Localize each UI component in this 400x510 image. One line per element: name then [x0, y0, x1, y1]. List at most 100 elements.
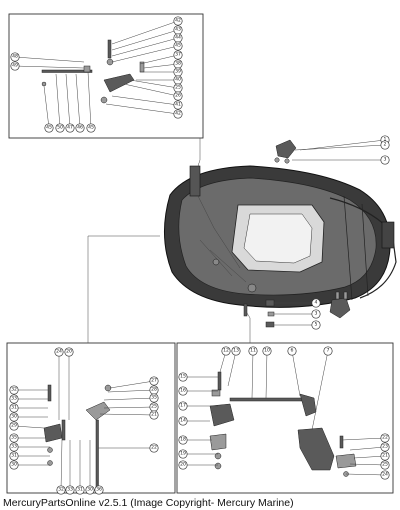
callout-number: 43: [175, 27, 181, 33]
callout-br-right-24: 24: [380, 470, 390, 480]
callout-top-right-44: 44: [173, 33, 183, 43]
callout-leader: [349, 463, 386, 466]
callout-number: 25: [175, 85, 181, 91]
callout-top-bottom-45: 45: [86, 123, 96, 133]
callout-main-right-2: 2: [380, 140, 390, 150]
callout-leader: [13, 425, 45, 429]
callout-br-right-25: 25: [380, 460, 390, 470]
callout-top-right-41: 41: [173, 100, 183, 110]
top-inset-parts: [41, 39, 145, 104]
callout-number: 31: [77, 487, 83, 493]
callout-number: 32: [11, 387, 17, 393]
callout-number: 33: [11, 444, 17, 450]
callout-number: 21: [382, 453, 388, 459]
callout-top-right-37: 37: [173, 50, 183, 60]
callout-leader: [43, 85, 50, 129]
callout-br-right-23: 23: [380, 442, 390, 452]
callout-number: 30: [11, 414, 17, 420]
callout-number: 48: [12, 54, 18, 60]
callout-leader: [111, 45, 179, 63]
callout-top-right-42: 42: [173, 16, 183, 26]
callout-br-top-7: 7: [323, 346, 333, 356]
bottom-right-inset-parts: [209, 371, 357, 477]
callout-top-right-42: 42: [173, 109, 183, 119]
callout-leader: [111, 95, 179, 106]
callout-top-bottom-45: 45: [44, 123, 54, 133]
callout-br-top-11: 11: [248, 346, 258, 356]
callout-number: 29: [11, 423, 17, 429]
callout-leader: [129, 79, 179, 89]
callout-bl-bottom-36: 36: [94, 485, 104, 495]
callout-number: 36: [96, 487, 102, 493]
callout-number: 32: [58, 487, 64, 493]
callout-main-lower-5: 5: [311, 320, 321, 330]
callout-leader: [299, 139, 386, 151]
callout-bl-left-29: 29: [9, 421, 19, 431]
callout-leader: [107, 389, 155, 393]
callout-leader: [103, 406, 155, 409]
image-caption: MercuryPartsOnline v2.5.1 (Image Copyrig…: [3, 497, 294, 509]
callout-number: 7: [327, 348, 330, 354]
callout-bl-left-31: 31: [9, 451, 19, 461]
callout-number: 3: [315, 311, 318, 317]
callout-leader: [111, 20, 179, 45]
callout-leader: [123, 83, 179, 97]
inset-frame-top: [8, 13, 204, 139]
callout-number: 3: [384, 157, 387, 163]
callout-br-left-19: 19: [178, 449, 188, 459]
callout-br-left-14: 14: [178, 416, 188, 426]
callout-br-right-22: 22: [380, 433, 390, 443]
callout-bl-bottom-32: 32: [56, 485, 66, 495]
callout-number: 44: [175, 35, 181, 41]
callout-top-right-25: 25: [173, 83, 183, 93]
callout-number: 22: [382, 435, 388, 441]
callout-br-right-21: 21: [380, 451, 390, 461]
callout-number: 23: [382, 444, 388, 450]
callout-number: 33: [11, 396, 17, 402]
callout-leader: [139, 54, 179, 65]
callout-leader: [345, 473, 386, 476]
callout-leader: [341, 437, 386, 441]
callout-bl-right-28: 28: [149, 385, 159, 395]
callout-main-right-3: 3: [380, 155, 390, 165]
callout-br-left-15: 15: [178, 372, 188, 382]
callout-number: 5: [315, 322, 318, 328]
callout-number: 10: [264, 348, 270, 354]
callout-number: 50: [57, 125, 63, 131]
callout-leader: [294, 144, 386, 151]
callout-number: 49: [12, 63, 18, 69]
callout-number: 35: [151, 395, 157, 401]
callout-top-bottom-46: 46: [75, 123, 85, 133]
callout-leader: [143, 63, 179, 69]
callout-leader: [111, 37, 179, 57]
callout-top-right-38: 38: [173, 59, 183, 69]
callout-number: 17: [180, 403, 186, 409]
callout-number: 46: [77, 125, 83, 131]
callout-leader: [105, 103, 179, 115]
callout-leader: [353, 455, 386, 459]
callout-number: 20: [66, 349, 72, 355]
callout-bl-left-35: 35: [9, 433, 19, 443]
callout-top-right-40: 40: [173, 75, 183, 85]
callout-leader: [311, 350, 329, 431]
callout-bl-left-33: 33: [9, 394, 19, 404]
callout-main-lower-4: 4: [311, 298, 321, 308]
callout-top-right-26: 26: [173, 91, 183, 101]
callout-number: 24: [56, 349, 62, 355]
callout-br-left-18: 18: [178, 435, 188, 445]
callout-leader: [87, 71, 92, 129]
callout-leader: [103, 397, 155, 401]
callout-leader: [14, 56, 85, 63]
callout-bl-right-25: 25: [149, 402, 159, 412]
callout-bl-left-33: 33: [9, 442, 19, 452]
callout-number: 40: [175, 77, 181, 83]
callout-number: 21: [151, 412, 157, 418]
callout-number: 35: [11, 435, 17, 441]
callout-number: 6: [291, 348, 294, 354]
callout-leader: [251, 350, 254, 399]
callout-number: 15: [180, 374, 186, 380]
callout-top-left-48: 48: [10, 52, 20, 62]
callout-bl-bottom-31: 31: [75, 485, 85, 495]
